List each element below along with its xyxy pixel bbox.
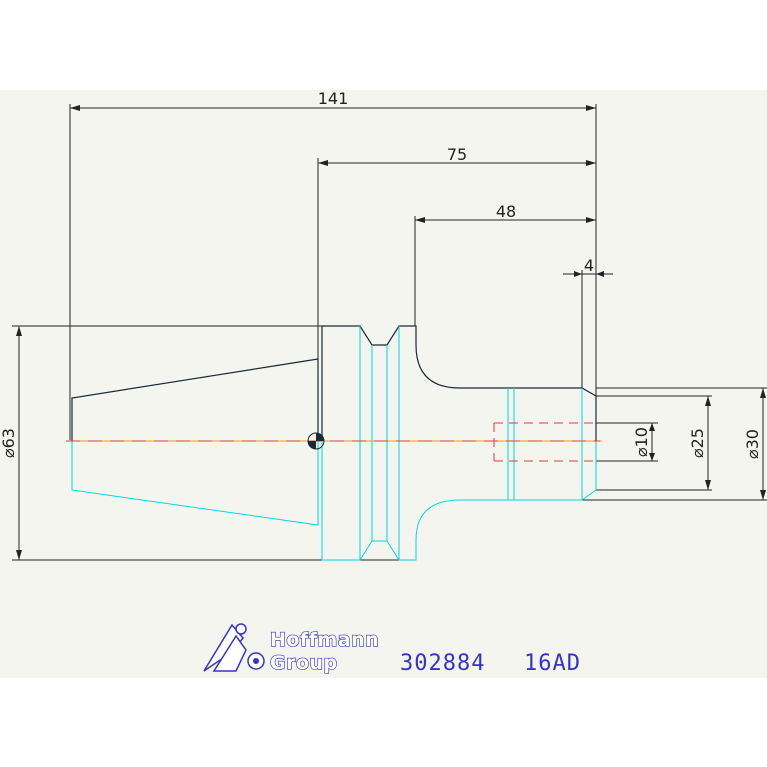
hidden-bore <box>493 422 596 462</box>
dim-bore-diameter-label: ⌀10 <box>632 427 651 457</box>
dim-flange-to-end: 48 <box>414 202 596 326</box>
dim-end-offset-label: 4 <box>584 256 594 275</box>
dim-shank-diameter-label: ⌀25 <box>688 428 707 458</box>
part-number: 302884 <box>400 651 485 676</box>
logo-line2: Group <box>270 652 338 674</box>
dim-overall-length-label: 141 <box>318 89 349 108</box>
logo-mark-icon <box>203 623 265 672</box>
dim-end-offset: 4 <box>563 256 613 390</box>
hoffmann-logo: Hoffmann Group <box>203 623 379 675</box>
dim-flange-to-end-label: 48 <box>496 202 516 221</box>
logo-line1: Hoffmann <box>270 629 379 651</box>
part-outline-lower <box>71 326 597 561</box>
dim-flange-diameter-label: ⌀63 <box>0 428 18 458</box>
part-code: 16AD <box>524 651 581 676</box>
drawing-sheet <box>0 90 767 678</box>
dim-overall-length: 141 <box>69 89 597 440</box>
dim-collar-diameter-label: ⌀30 <box>743 429 762 459</box>
dim-shank-diameter: ⌀25 <box>596 395 712 491</box>
dim-collar-diameter: ⌀30 <box>580 387 767 501</box>
datum-circle <box>307 432 325 450</box>
dim-bore-diameter: ⌀10 <box>596 422 658 462</box>
dim-taper-length-label: 75 <box>447 145 467 164</box>
part-outline-upper <box>71 325 597 441</box>
